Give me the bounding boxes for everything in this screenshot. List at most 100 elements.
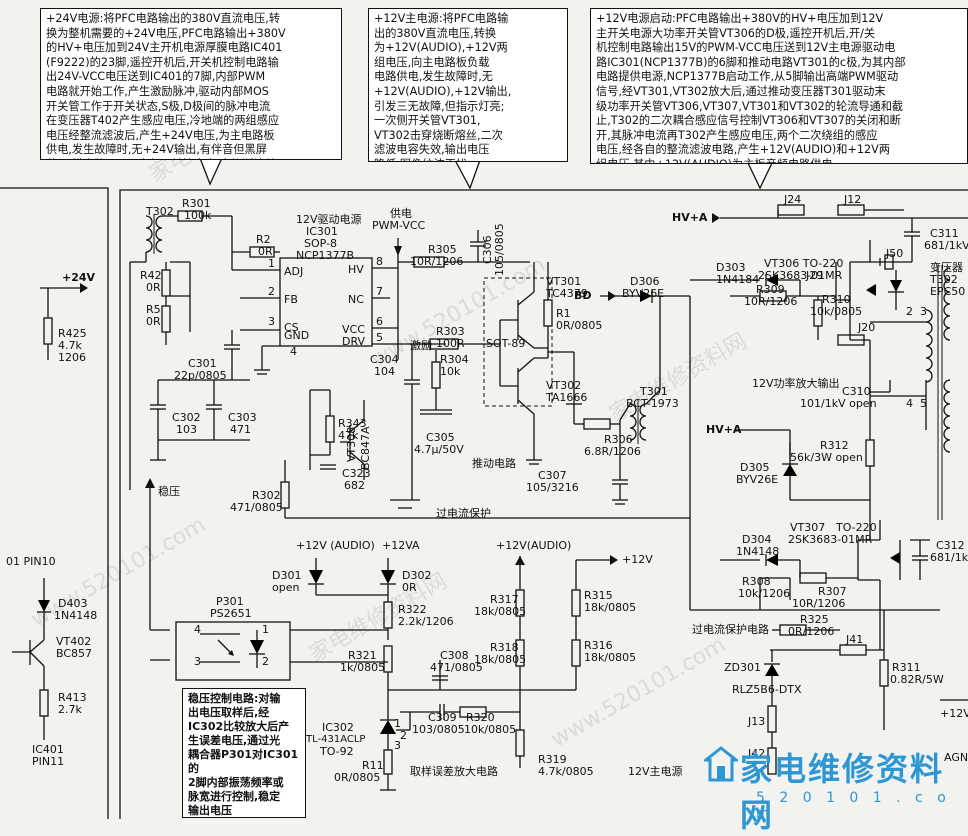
ic301-pin-vcc: VCC bbox=[342, 323, 365, 336]
r306-label: R306 bbox=[604, 433, 633, 446]
d302-value: 0R bbox=[402, 581, 417, 594]
r305-label: R305 bbox=[428, 243, 457, 256]
vt402-value: BC857 bbox=[56, 647, 93, 660]
label-12v-audio: +12V (AUDIO) bbox=[296, 539, 375, 552]
d303-value: 1N4184 bbox=[716, 273, 760, 286]
r315-label: R315 bbox=[584, 589, 613, 602]
t302-pin-2: 2 bbox=[906, 305, 913, 318]
r310-label: R310 bbox=[822, 293, 851, 306]
label-overcurrent: 过电流保护 bbox=[436, 507, 491, 520]
t302-pin-5: 5 bbox=[920, 397, 927, 410]
r311-value: 0.82R/5W bbox=[890, 673, 944, 686]
vt302-value: TA1666 bbox=[546, 391, 588, 404]
ic301-pin-gnd: GND bbox=[284, 329, 310, 342]
r302-value: 471/0805 bbox=[230, 501, 283, 514]
r319-label: R319 bbox=[538, 753, 567, 766]
schematic-page: 家电维修资料网 www.520101.com 家电维修资料网 www.52010… bbox=[0, 8, 968, 834]
r312-value: 56k/3W open bbox=[790, 451, 863, 464]
r413-value: 2.7k bbox=[58, 703, 82, 716]
label-hv-a: HV+A bbox=[672, 211, 708, 224]
ic301-pin-adj: ADJ bbox=[284, 265, 304, 278]
r425-label: R425 bbox=[58, 327, 87, 340]
ic301-package: SOP-8 bbox=[304, 237, 337, 250]
label-24v: +24V bbox=[62, 271, 96, 284]
j41-label: J41 bbox=[846, 633, 864, 646]
r309-label: R309 bbox=[756, 283, 785, 296]
c305-label: C305 bbox=[426, 431, 455, 444]
r322-value: 2.2k/1206 bbox=[398, 615, 454, 628]
ic301-part: NCP1377B bbox=[296, 249, 355, 262]
label-main-supply: 12V主电源 bbox=[628, 765, 683, 778]
c307-value: 105/3216 bbox=[526, 481, 579, 494]
c304-value: 104 bbox=[374, 365, 395, 378]
label-12va: +12VA bbox=[382, 539, 420, 552]
r307-value: 10R/1206 bbox=[792, 597, 846, 610]
schematic-wiring bbox=[0, 157, 968, 819]
zd301-value: RLZ5B6-DTX bbox=[732, 683, 802, 696]
r308-label: R308 bbox=[742, 575, 771, 588]
r11-value: 0R/0805 bbox=[334, 771, 381, 784]
t301-label: T301 bbox=[640, 385, 668, 398]
vt307-package: TO-220 bbox=[836, 521, 877, 534]
r321-label: R321 bbox=[348, 649, 377, 662]
label-supply: 供电 bbox=[390, 207, 412, 220]
label-sampling-amp: 取样误差放大电路 bbox=[410, 765, 498, 778]
r320-label: R320 bbox=[466, 711, 495, 724]
j50-label: J50 bbox=[886, 247, 904, 260]
r301-value: 100k bbox=[184, 209, 212, 222]
d303-label: D303 bbox=[716, 261, 746, 274]
j42-label: J42 bbox=[748, 747, 766, 760]
r318-value: 18k/0805 bbox=[474, 653, 527, 666]
label-transformer: 变压器 bbox=[930, 261, 963, 274]
ic301-pin-7: 7 bbox=[376, 285, 383, 298]
r309-value: 10R/1206 bbox=[744, 295, 798, 308]
ic301-pin-fb: FB bbox=[284, 293, 298, 306]
r2-label: R2 bbox=[256, 233, 271, 246]
sot89-label: SOT-89 bbox=[486, 337, 526, 350]
note-24v-supply: +24V电源:将PFC电路输出的380V直流电压,转 换为整机需要的+24V电压… bbox=[40, 8, 342, 160]
r316-value: 18k/0805 bbox=[584, 651, 637, 664]
r303-value: 100R bbox=[436, 337, 465, 350]
label-bd: BD bbox=[574, 289, 592, 302]
c303-label: C303 bbox=[228, 411, 257, 424]
d304-label: D304 bbox=[742, 533, 772, 546]
label-12v: +12V bbox=[622, 553, 653, 566]
pin10-label: 01 PIN10 bbox=[6, 555, 56, 568]
ic302-pin-3: 3 bbox=[394, 739, 401, 752]
d403-label: D403 bbox=[58, 597, 88, 610]
c301-label: C301 bbox=[188, 357, 217, 370]
r317-value: 18k/0805 bbox=[474, 605, 527, 618]
r303-label: R303 bbox=[436, 325, 465, 338]
p301-pin-4: 4 bbox=[194, 623, 201, 636]
t302-value: EPC50 bbox=[930, 285, 966, 298]
r322-label: R322 bbox=[398, 603, 427, 616]
vt402-label: VT402 bbox=[56, 635, 92, 648]
vt301-label: VT301 bbox=[546, 275, 582, 288]
c306-value: 105/0805 bbox=[493, 223, 506, 276]
label-push-circuit: 推动电路 bbox=[472, 457, 516, 470]
r318-label: R318 bbox=[490, 641, 519, 654]
label-overcurrent-circuit: 过电流保护电路 bbox=[692, 623, 769, 636]
r1-label: R1 bbox=[556, 307, 571, 320]
c310-label: C310 bbox=[842, 385, 871, 398]
t302-label: T302 bbox=[930, 273, 958, 286]
r311-label: R311 bbox=[892, 661, 921, 674]
c303-value: 471 bbox=[230, 423, 251, 436]
d302-label: D302 bbox=[402, 569, 432, 582]
vt301-value: TC4379 bbox=[546, 287, 588, 300]
r42-value: 0R bbox=[146, 281, 161, 294]
c308-label: C308 bbox=[440, 649, 469, 662]
ic301-pin-1: 1 bbox=[268, 257, 275, 270]
d301-value: open bbox=[272, 581, 300, 594]
vt306-value: 2SK3683-01MR bbox=[758, 269, 843, 282]
c302-label: C302 bbox=[172, 411, 201, 424]
ic302-pin-2: 2 bbox=[400, 729, 407, 742]
ic301-pin-8: 8 bbox=[376, 255, 383, 268]
ic302-package: TO-92 bbox=[320, 745, 354, 758]
c311-label: C311 bbox=[930, 227, 959, 240]
ic301-title: 12V驱动电源 bbox=[296, 213, 362, 226]
ic301-ref: IC301 bbox=[306, 225, 338, 238]
c309-label: C309 bbox=[428, 711, 457, 724]
r304-value: 10k bbox=[440, 365, 461, 378]
j20-label: J20 bbox=[858, 321, 876, 334]
